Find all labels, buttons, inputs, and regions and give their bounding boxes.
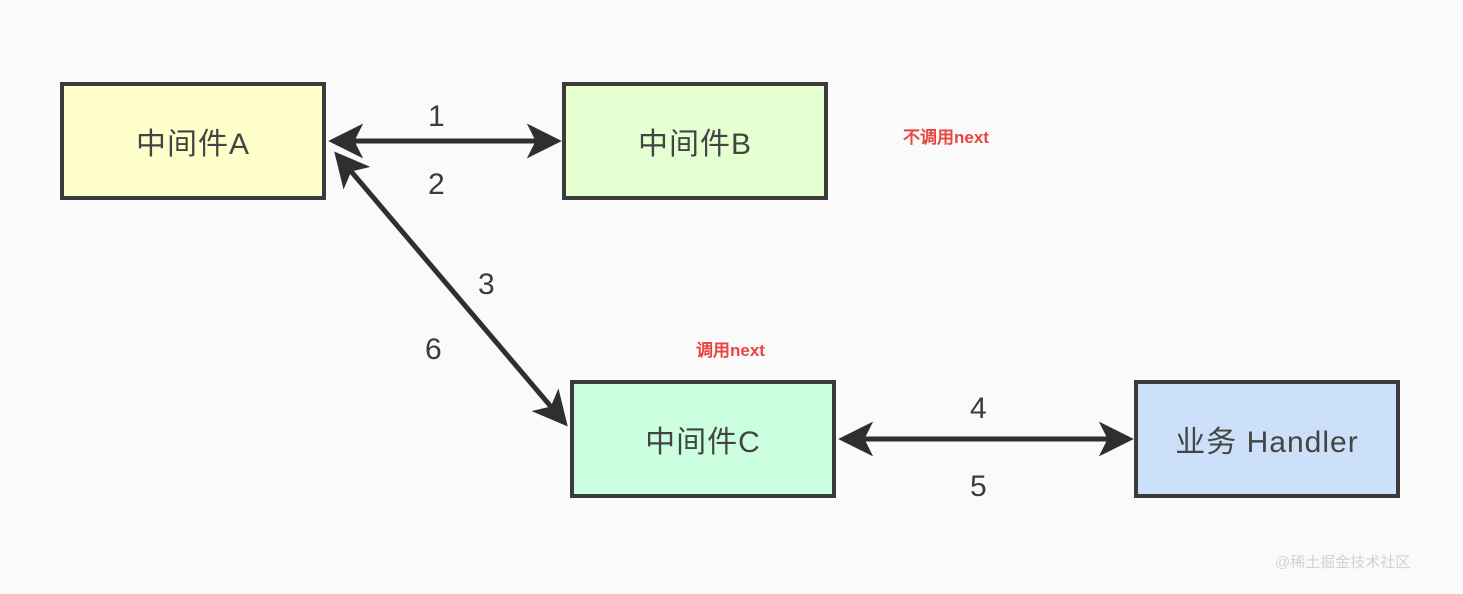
sequence-label-4: 4 bbox=[970, 392, 987, 425]
note-no-call-next: 不调用next bbox=[903, 128, 989, 147]
node-business-handler[interactable]: 业务 Handler bbox=[1134, 380, 1400, 498]
node-middleware-c[interactable]: 中间件C bbox=[570, 380, 836, 498]
node-middleware-a-label: 中间件A bbox=[135, 128, 250, 161]
node-middleware-b-label: 中间件B bbox=[637, 128, 752, 161]
watermark: @稀土掘金技术社区 bbox=[1275, 554, 1411, 571]
node-middleware-a[interactable]: 中间件A bbox=[60, 82, 326, 200]
sequence-label-5: 5 bbox=[970, 470, 987, 503]
note-call-next: 调用next bbox=[696, 341, 765, 360]
sequence-label-3: 3 bbox=[478, 268, 495, 301]
node-middleware-b[interactable]: 中间件B bbox=[562, 82, 828, 200]
sequence-label-6: 6 bbox=[425, 333, 442, 366]
sequence-label-1: 1 bbox=[428, 100, 445, 133]
edge-middleware-a-to-middleware-c bbox=[334, 151, 568, 427]
sequence-label-2: 2 bbox=[428, 168, 445, 201]
node-middleware-c-label: 中间件C bbox=[645, 426, 761, 459]
node-business-handler-label: 业务 Handler bbox=[1175, 426, 1359, 459]
